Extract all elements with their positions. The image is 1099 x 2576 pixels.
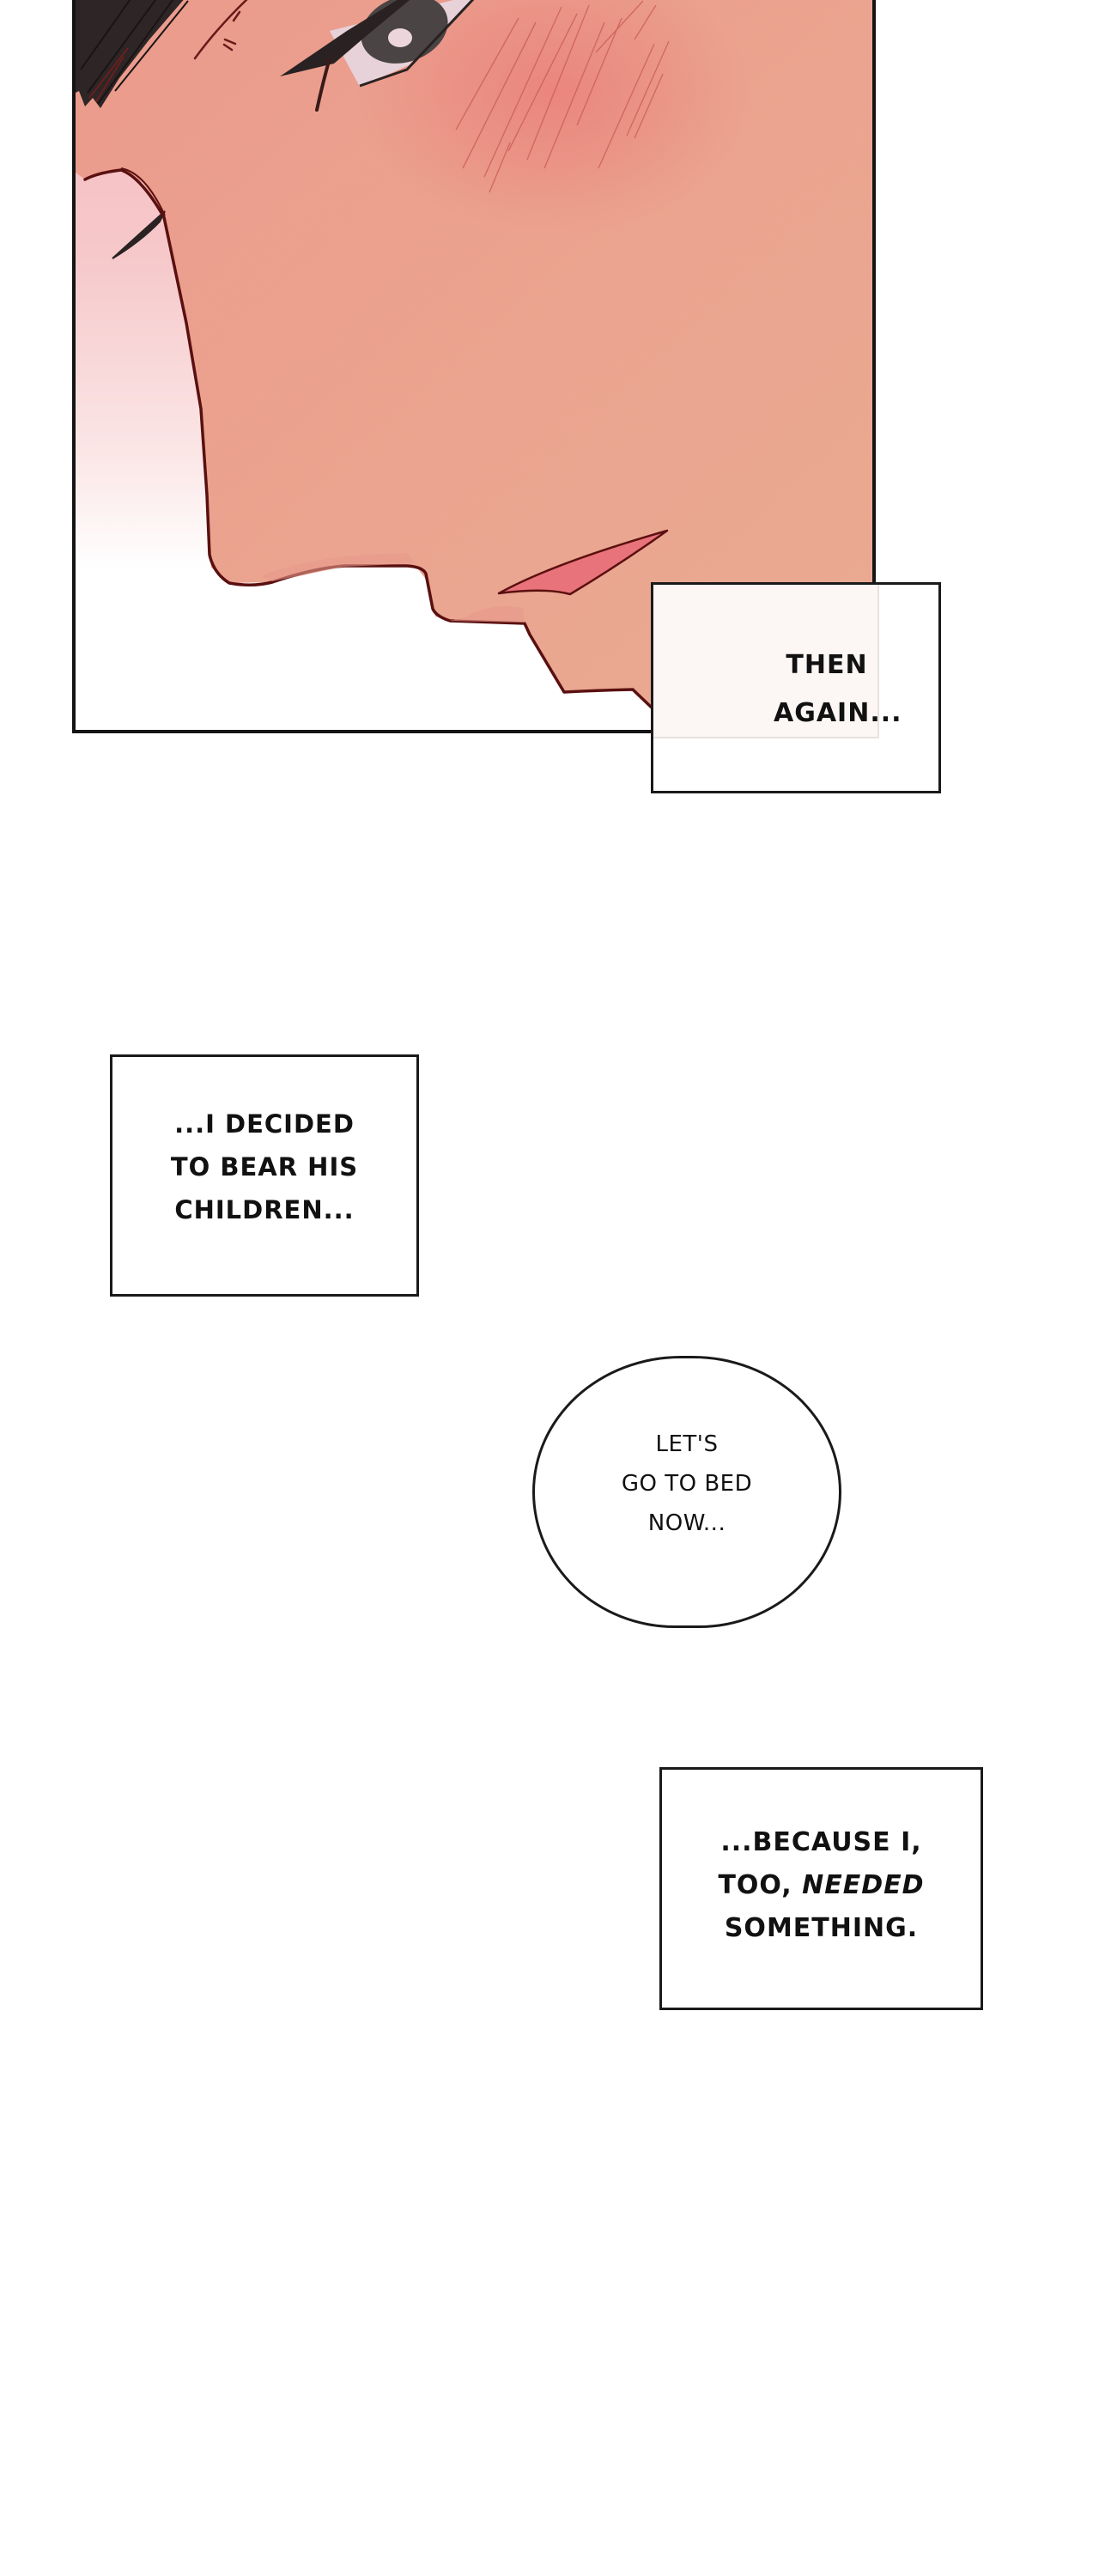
background-lash <box>112 210 166 259</box>
upper-lash <box>280 0 410 76</box>
caption-translucent-overlay <box>653 585 879 738</box>
caption-box-because: ...BECAUSE I, TOO, NEEDED SOMETHING. <box>659 1767 983 2010</box>
caption-text-segment: TOO, <box>718 1869 803 1900</box>
caption-line: THEN <box>786 650 868 680</box>
caption-line: TO BEAR HIS <box>170 1152 359 1182</box>
caption-box-decided: ...I DECIDED TO BEAR HIS CHILDREN... <box>110 1054 419 1297</box>
eye <box>280 0 475 112</box>
caption-emphasis-needed: NEEDED <box>802 1869 925 1900</box>
speech-bubble-bed: LET'S GO TO BED NOW... <box>532 1356 841 1628</box>
bubble-line: GO TO BED <box>621 1470 753 1497</box>
caption-line: ...BECAUSE I, <box>720 1826 922 1857</box>
chin-shading <box>261 553 416 581</box>
art-panel-face-closeup <box>72 0 876 733</box>
caption-line: SOMETHING. <box>724 1912 919 1943</box>
lower-lid <box>359 0 475 88</box>
hair-red-strands <box>88 47 129 102</box>
lip-shading <box>450 605 525 623</box>
eye-highlight <box>388 28 412 47</box>
caption-box-then-again: THEN AGAIN... <box>651 582 941 793</box>
cheek-blush <box>355 0 750 237</box>
hair-strands <box>80 0 189 105</box>
face-illustration <box>76 0 872 730</box>
lip <box>497 529 669 596</box>
caption-line-mixed: TOO, NEEDED <box>718 1864 924 1907</box>
nose-line <box>120 167 166 216</box>
caption-line: AGAIN... <box>774 698 902 728</box>
caption-line: ...I DECIDED <box>174 1109 355 1139</box>
bubble-line: LET'S <box>655 1431 719 1457</box>
lash-stroke <box>315 57 331 112</box>
bubble-line: NOW... <box>647 1510 726 1536</box>
caption-line: CHILDREN... <box>174 1195 355 1224</box>
brow-strokes <box>193 0 248 60</box>
blush-lines <box>455 0 670 193</box>
caption-text: THEN AGAIN... <box>774 641 902 738</box>
